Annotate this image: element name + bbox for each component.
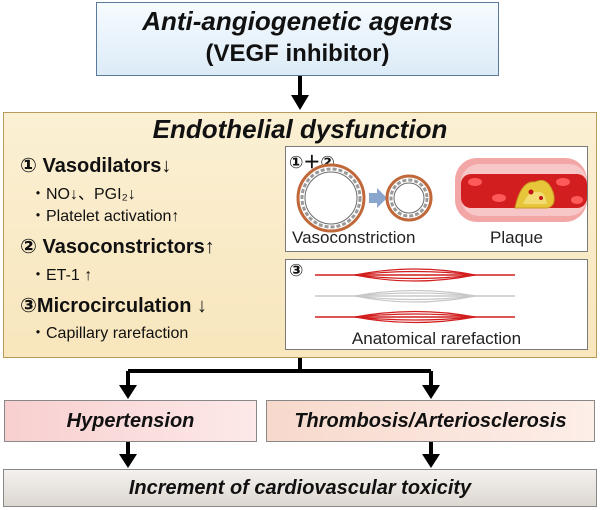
drug-title: Anti-angiogenetic agents [142,6,453,36]
vasodilators-heading: ① Vasodilators↓ [20,155,172,177]
arrowhead-hypertension [119,385,137,399]
vasoconstrictors-heading: ② Vasoconstrictors↑ [20,236,215,258]
plaque-label: Plaque [490,228,543,247]
panel-tag-3: ③ [289,261,304,280]
microcirculation-heading: ③Microcirculation ↓ [20,295,207,317]
hypertension-box [4,400,257,442]
arrowhead-thrombosis [422,385,440,399]
vessel-illustrations [296,158,587,233]
drug-box [96,2,499,76]
arrowhead-final-right [422,454,440,468]
et1-item: ・ET-1 ↑ [30,267,93,284]
thrombosis-box [266,400,595,442]
arrowhead-final-left [119,454,137,468]
rarefaction-label: Anatomical rarefaction [351,329,522,348]
platelet-activation-item: ・Platelet activation↑ [30,208,180,225]
capillary-illustration [315,268,515,324]
vasoconstriction-label: Vasoconstriction [292,228,416,247]
endothelial-title: Endothelial dysfunction [152,114,448,144]
drug-subtitle: (VEGF inhibitor) [205,40,390,67]
toxicity-box [3,469,597,507]
capillary-bundle-top [315,268,515,282]
rarefaction-panel [285,259,588,350]
arrowhead-endothelial [291,95,309,110]
constriction-arrow-icon [369,188,387,208]
thrombosis-label: Thrombosis/Arteriosclerosis [294,410,567,432]
capillary-bundle-middle [315,289,515,303]
plaque-vessel-icon [455,158,587,222]
hypertension-label: Hypertension [66,410,195,432]
constricted-vessel-icon [385,174,433,222]
no-pgi2-item: ・NO↓、PGI₂↓ [30,186,136,203]
capillary-rarefaction-item: ・Capillary rarefaction [30,325,189,342]
normal-vessel-icon [296,163,366,233]
toxicity-label: Increment of cardiovascular toxicity [128,477,472,499]
capillary-bundle-bottom [315,310,515,324]
